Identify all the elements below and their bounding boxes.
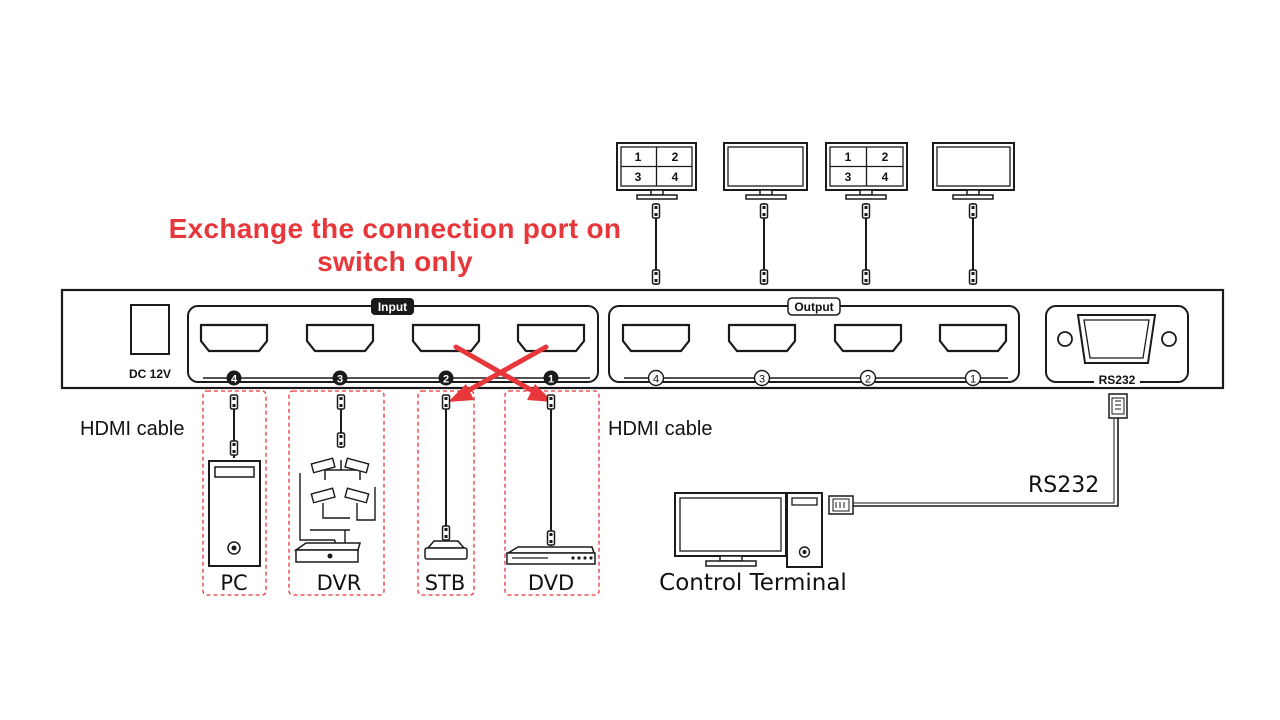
monitor-2 xyxy=(723,142,808,200)
hdmi-port-icon xyxy=(938,323,1008,353)
output-cables xyxy=(651,203,978,285)
db9-connector-icon xyxy=(1057,314,1177,364)
svg-text:3: 3 xyxy=(337,374,343,386)
monitor-3: 1 2 3 4 xyxy=(825,142,908,200)
dc-label: DC 12V xyxy=(129,367,171,381)
hdmi-port-icon xyxy=(833,323,903,353)
svg-text:4: 4 xyxy=(231,374,238,386)
input-cables xyxy=(229,394,556,546)
monitor-4 xyxy=(932,142,1015,200)
hdmi-cable-label-left: HDMI cable xyxy=(80,418,184,440)
svg-text:2: 2 xyxy=(865,374,871,386)
output-port-number-1: 1 xyxy=(964,369,982,387)
headline: Exchange the connection port on switch o… xyxy=(168,213,622,277)
dc-power-jack xyxy=(130,304,170,355)
hdmi-port-icon xyxy=(199,323,269,353)
hdmi-port-icon xyxy=(727,323,797,353)
input-ports: 4 3 2 1 xyxy=(199,323,590,386)
monitor-3-cell-2: 2 xyxy=(882,150,889,164)
rs232-port-label: RS232 xyxy=(1099,373,1136,387)
input-port-number-2: 2 xyxy=(438,370,454,386)
source-label-pc: PC xyxy=(220,571,247,595)
set-top-box-icon xyxy=(424,540,468,560)
svg-text:3: 3 xyxy=(759,374,765,386)
input-port-number-4: 4 xyxy=(226,370,242,386)
rs232-cable: RS232 xyxy=(828,393,1128,515)
monitor-icon xyxy=(616,142,697,200)
output-label: Output xyxy=(794,300,833,314)
input-badge xyxy=(371,298,414,315)
monitor-icon xyxy=(932,142,1015,200)
svg-text:1: 1 xyxy=(548,374,554,386)
svg-text:4: 4 xyxy=(653,374,659,386)
pc-frame xyxy=(202,390,267,596)
output-badge xyxy=(787,297,841,316)
monitor-1-cell-1: 1 xyxy=(635,150,642,164)
swap-arrows-icon xyxy=(448,344,553,402)
dvr-frame xyxy=(288,390,385,596)
hdmi-port-icon xyxy=(411,323,481,353)
monitor-3-cell-4: 4 xyxy=(882,170,889,184)
output-port-number-4: 4 xyxy=(647,369,665,387)
monitor-1-cell-4: 4 xyxy=(672,170,679,184)
monitor-icon xyxy=(825,142,908,200)
stb-frame xyxy=(417,390,475,596)
hdmi-port-icon xyxy=(305,323,375,353)
hdmi-port-icon xyxy=(516,323,586,353)
control-terminal-label: Control Terminal xyxy=(659,570,847,596)
svg-text:2: 2 xyxy=(443,374,449,386)
dvd-player-icon xyxy=(505,546,596,565)
desktop-computer-icon xyxy=(674,492,823,568)
source-label-dvr: DVR xyxy=(317,571,362,595)
monitor-icon xyxy=(723,142,808,200)
cctv-camera-icon xyxy=(299,457,376,548)
monitor-3-cell-3: 3 xyxy=(845,170,852,184)
dvd-frame xyxy=(504,390,600,596)
rs232-cable-label: RS232 xyxy=(1028,473,1099,498)
input-port-number-3: 3 xyxy=(332,370,348,386)
input-port-number-1: 1 xyxy=(543,370,559,386)
monitor-1-cell-2: 2 xyxy=(672,150,679,164)
source-label-dvd: DVD xyxy=(528,571,574,595)
output-port-number-3: 3 xyxy=(753,369,771,387)
monitor-1-cell-3: 3 xyxy=(635,170,642,184)
hdmi-cable-label-right: HDMI cable xyxy=(608,418,712,440)
input-label: Input xyxy=(378,300,407,314)
source-label-stb: STB xyxy=(425,571,466,595)
monitor-1: 1 2 3 4 xyxy=(616,142,697,200)
db9-connector-icon xyxy=(1108,393,1128,419)
monitor-3-cell-1: 1 xyxy=(845,150,852,164)
db9-connector-icon xyxy=(828,495,854,515)
dvr-box-icon xyxy=(293,542,361,563)
output-ports: 4 3 2 1 xyxy=(621,323,1008,387)
svg-text:1: 1 xyxy=(970,374,976,386)
output-port-number-2: 2 xyxy=(859,369,877,387)
pc-tower-icon xyxy=(208,460,261,567)
hdmi-port-icon xyxy=(621,323,691,353)
